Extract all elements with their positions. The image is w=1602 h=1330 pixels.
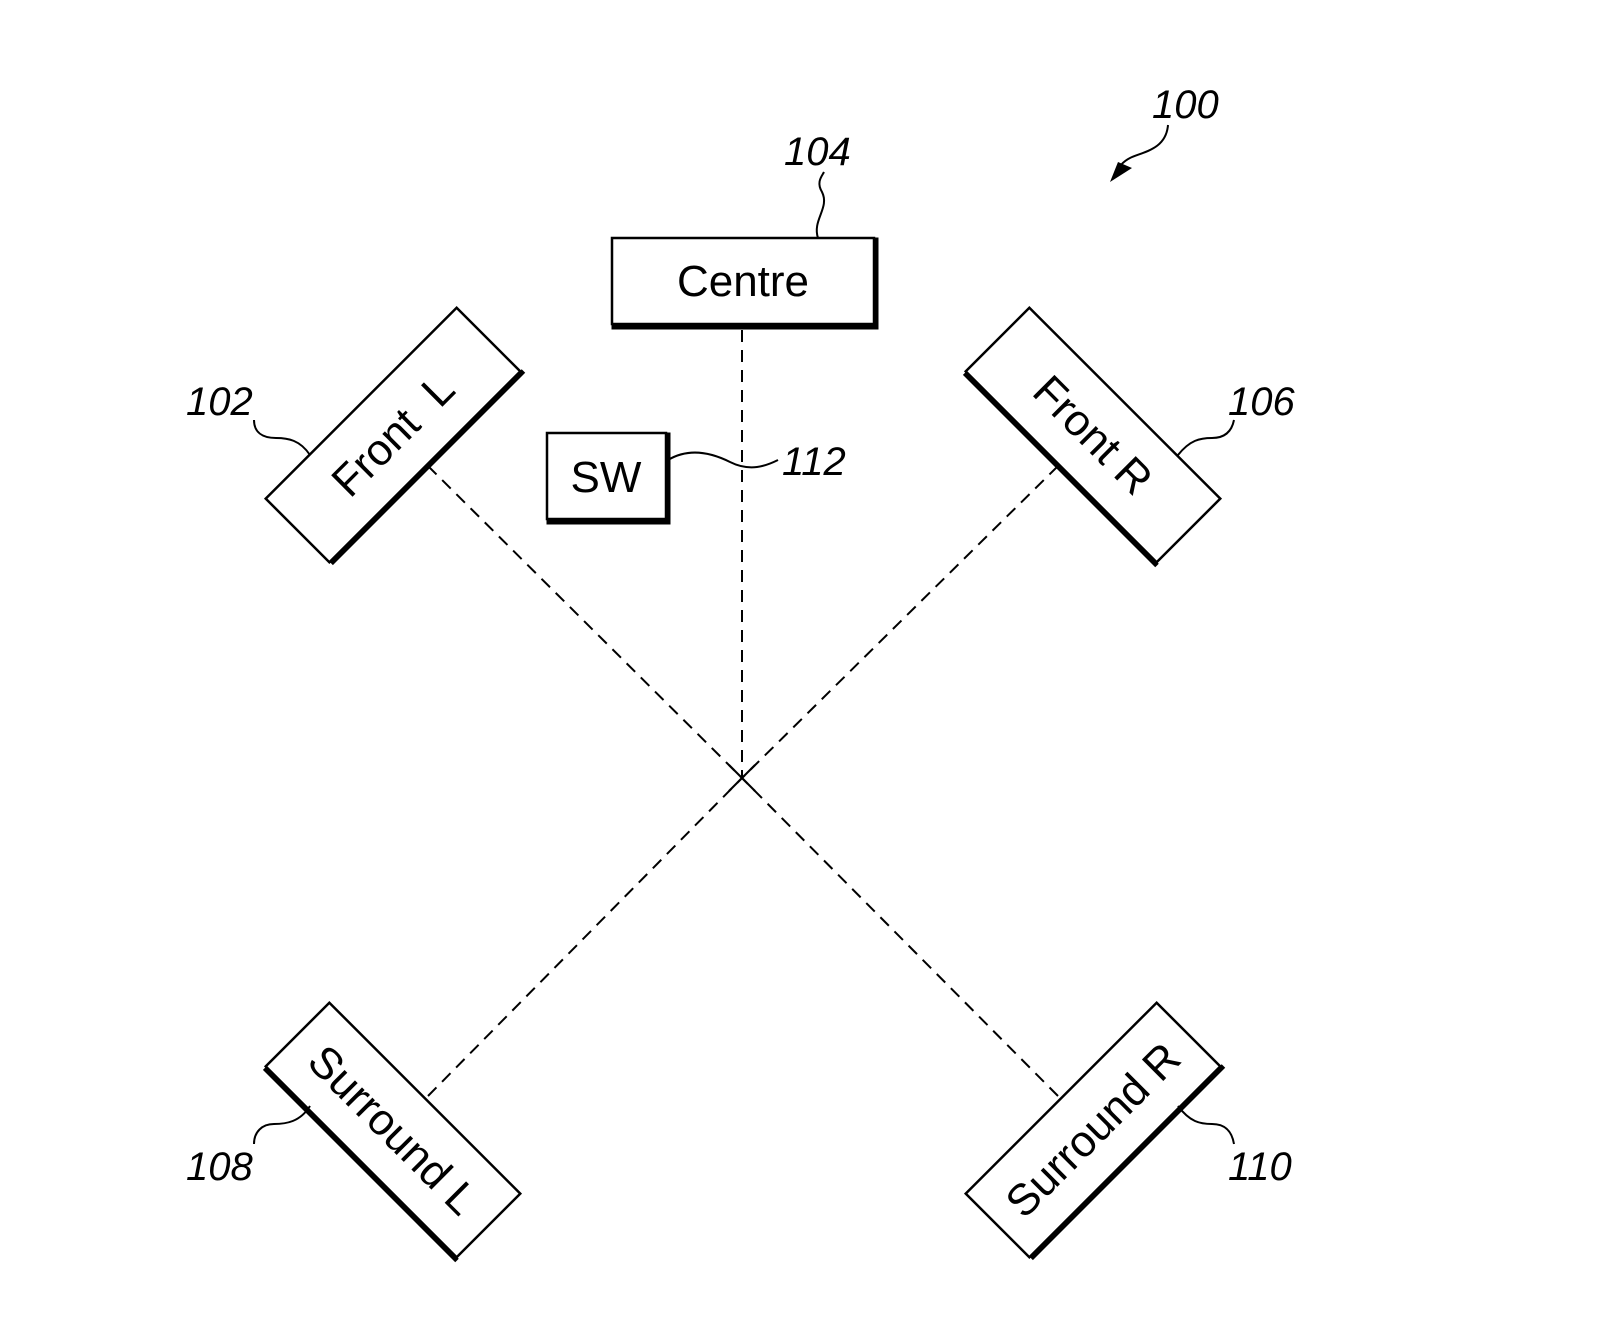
front-right-speaker: Front R <box>964 308 1220 564</box>
centre-speaker: Centre <box>612 238 876 327</box>
leader-108 <box>254 1106 310 1144</box>
surround-left-speaker: Surround L <box>264 1003 520 1259</box>
subwoofer-label: SW <box>571 453 642 502</box>
surround-right-axis-line <box>742 778 1058 1096</box>
front-right-axis-line <box>742 466 1058 778</box>
leader-104 <box>817 172 824 238</box>
ref-104: 104 <box>784 130 851 174</box>
ref-100: 100 <box>1152 83 1219 127</box>
ref-102: 102 <box>186 380 253 424</box>
leader-112 <box>668 453 778 468</box>
leader-110 <box>1178 1106 1234 1144</box>
front-left-speaker: Front L <box>266 308 522 564</box>
listening-position-marker <box>729 765 755 791</box>
ref-106: 106 <box>1228 380 1295 424</box>
surround-left-axis-line <box>428 778 742 1096</box>
subwoofer-speaker: SW <box>547 433 668 522</box>
ref-112: 112 <box>782 440 846 484</box>
centre-speaker-label: Centre <box>677 257 809 306</box>
figure-reference-arrow <box>1110 125 1168 182</box>
ref-110: 110 <box>1228 1145 1292 1189</box>
surround-right-speaker: Surround R <box>966 1003 1222 1259</box>
ref-108: 108 <box>186 1145 253 1189</box>
leader-102 <box>254 420 310 455</box>
leader-106 <box>1178 420 1234 455</box>
